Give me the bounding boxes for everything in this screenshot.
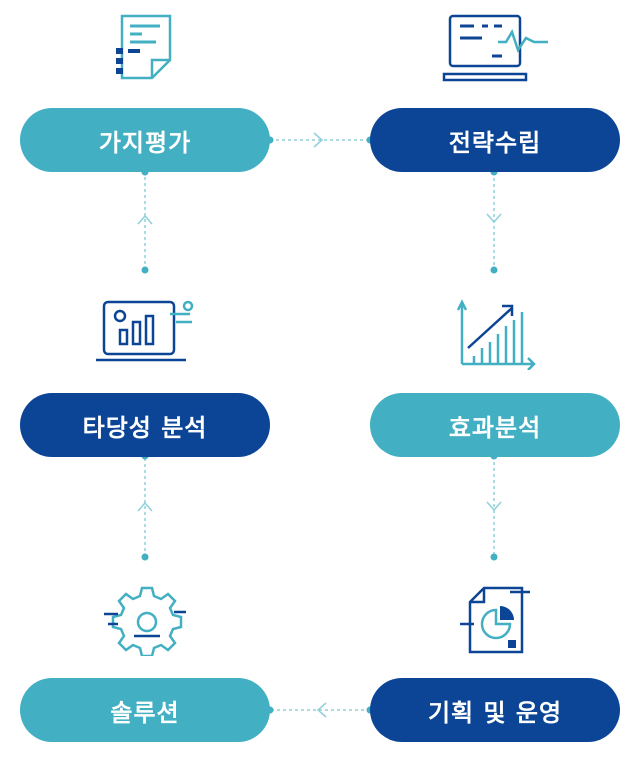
step-label: 솔루션: [110, 698, 180, 727]
arrow-up-icon: [137, 501, 153, 512]
laptop-chart-icon: [442, 14, 548, 82]
step-solution: 솔루션: [20, 678, 270, 742]
growth-chart-icon: [456, 299, 536, 370]
step-strategy: 전략수립: [370, 108, 620, 172]
step-label: 효과분석: [448, 413, 542, 442]
step-value-eval: 가지평가: [20, 108, 270, 172]
step-label: 가지평가: [98, 128, 192, 157]
arrow-right-icon: [313, 132, 324, 148]
step-label: 기획 및 운영: [427, 698, 563, 727]
arrow-down-icon: [486, 501, 502, 512]
step-label: 전략수립: [448, 128, 542, 157]
step-label: 타당성 분석: [82, 413, 208, 442]
arrow-down-icon: [486, 213, 502, 224]
arrow-up-icon: [137, 214, 153, 225]
gear-icon: [104, 586, 186, 656]
step-planning-operation: 기획 및 운영: [370, 678, 620, 742]
step-validity-analysis: 타당성 분석: [20, 393, 270, 457]
arrow-left-icon: [316, 702, 327, 718]
monitor-bar-chart-icon: [96, 300, 194, 362]
document-checklist-icon: [116, 14, 172, 80]
step-effect-analysis: 효과분석: [370, 393, 620, 457]
pie-report-icon: [460, 586, 530, 654]
